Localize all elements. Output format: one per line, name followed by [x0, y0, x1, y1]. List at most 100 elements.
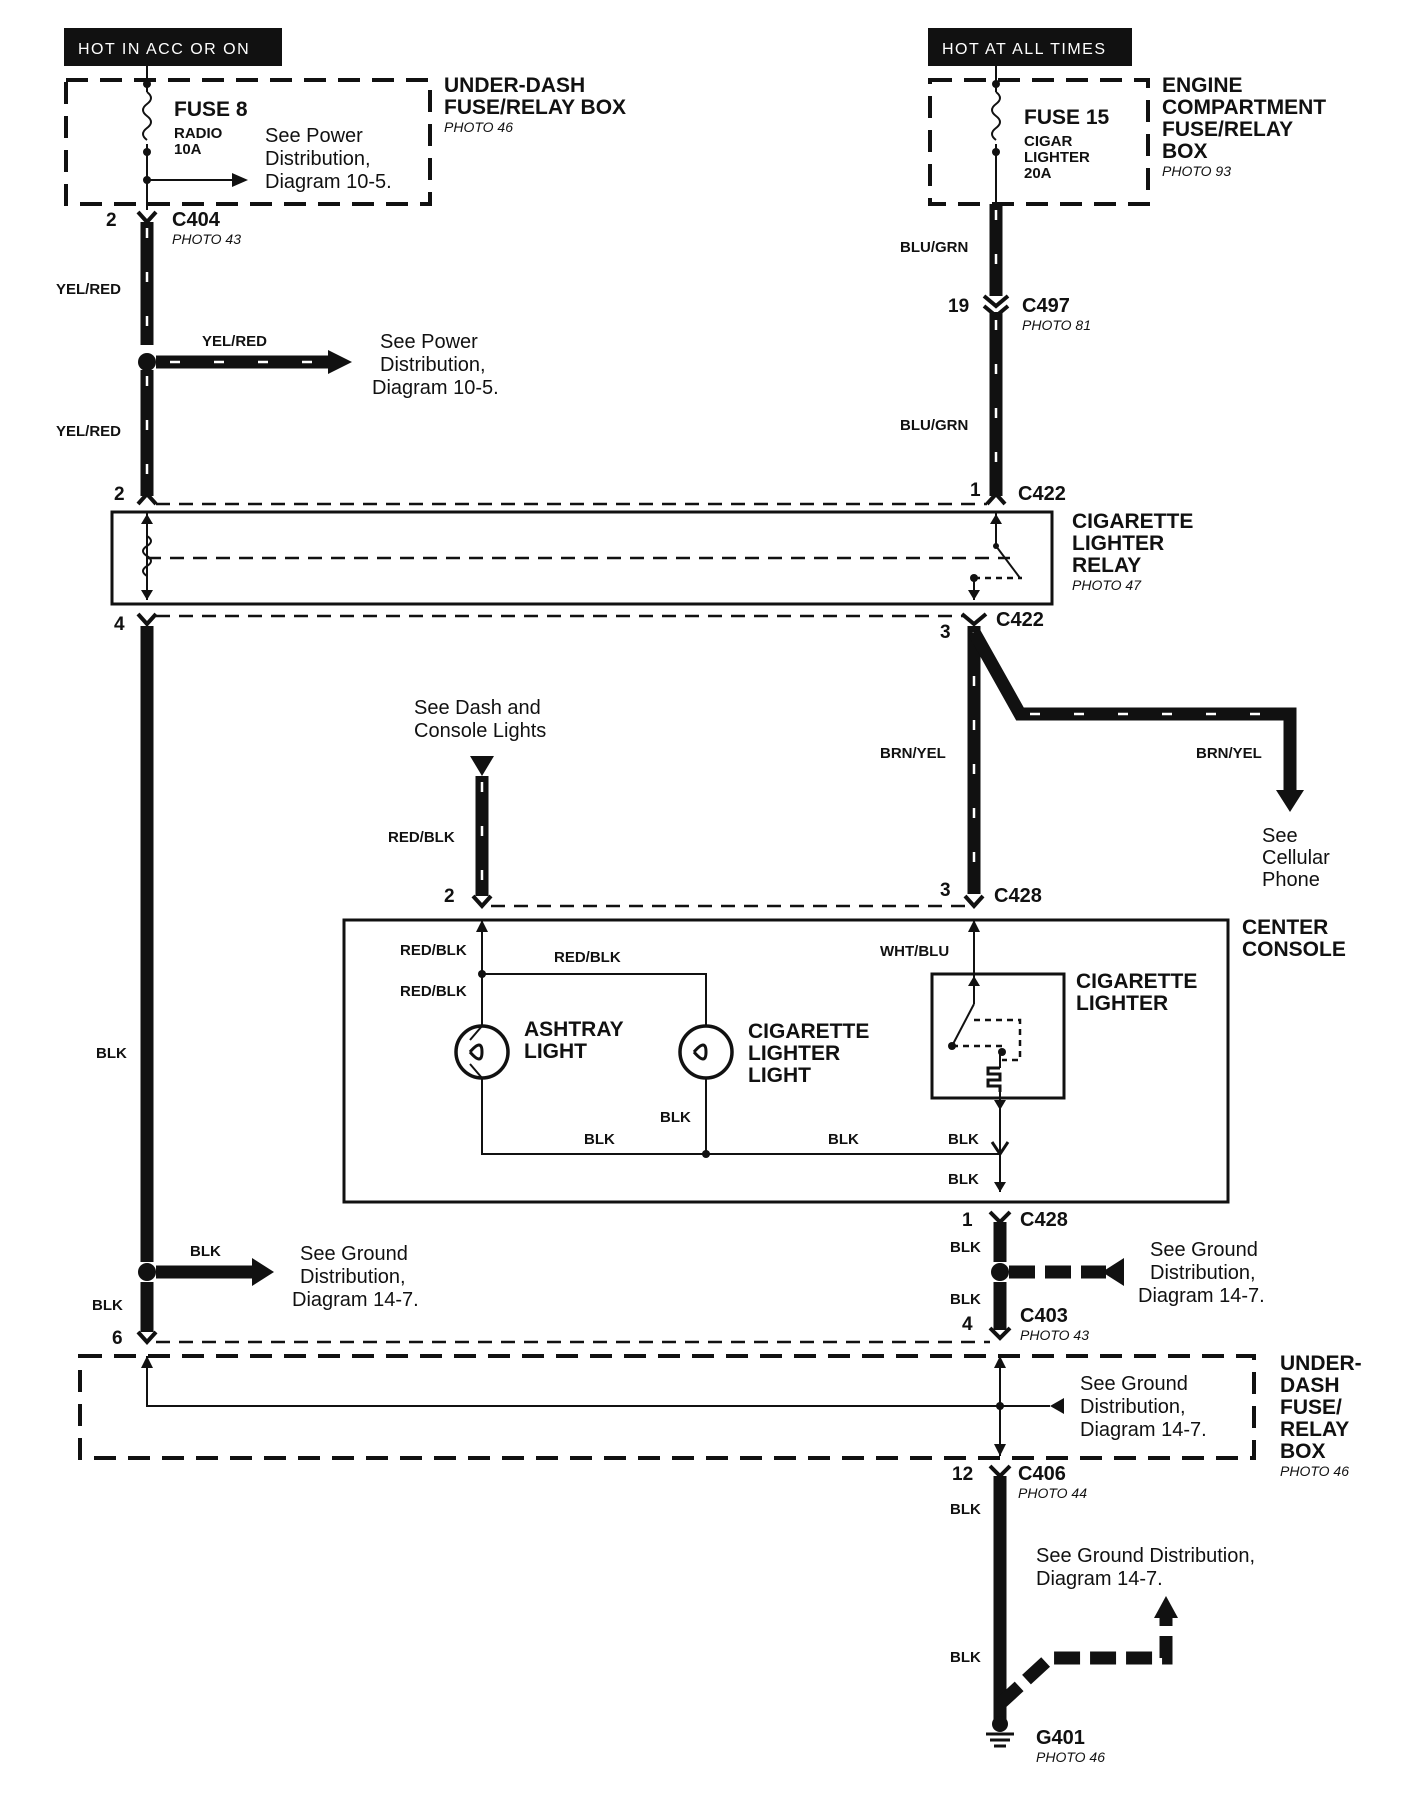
center-console-line2: CONSOLE: [1242, 938, 1346, 961]
underdash-bot-right-arrow-top: [994, 1356, 1006, 1368]
redblk-branch: [482, 973, 707, 1026]
pin6: 6: [112, 1328, 123, 1349]
ground-box-arrowhead: [1050, 1398, 1064, 1414]
ashtray-bulb-lead-top: [469, 1025, 483, 1041]
c422-bot-left-connector: [136, 612, 158, 627]
blk-label-console-1: BLK: [948, 1131, 979, 1148]
engine-box-line2: COMPARTMENT: [1162, 96, 1326, 119]
engine-box-line1: ENGINE: [1162, 74, 1243, 97]
fuse15-symbol: [991, 91, 1001, 141]
c403-name: C403: [1020, 1305, 1068, 1327]
power-dist-see2: Distribution,: [380, 354, 486, 376]
ground-left-arrowhead: [252, 1258, 274, 1286]
c422-top-pin-right: 1: [970, 480, 981, 501]
underdash-bot-line3: FUSE/: [1280, 1396, 1342, 1419]
center-console-box: [342, 918, 1230, 1204]
c428-bot-pin: 1: [962, 1210, 973, 1231]
fuse8-junction: [143, 80, 151, 88]
relay-coil: [142, 535, 152, 577]
c428-right-connector: [963, 894, 985, 909]
underdash-bot-left-arrow: [141, 1356, 153, 1368]
ground-left-see3: Diagram 14-7.: [292, 1289, 419, 1311]
engine-box-line4: BOX: [1162, 140, 1208, 163]
c406-connector: [988, 1464, 1012, 1479]
ashtray-line1: ASHTRAY: [524, 1018, 624, 1041]
underdash-box-top: [64, 78, 432, 206]
ground-branch-arrowhead: [1154, 1596, 1178, 1618]
c497-connector: [982, 294, 1010, 319]
cig-light-line2: LIGHTER: [748, 1042, 840, 1065]
junction-yelred: [138, 353, 156, 371]
engine-box-photo: PHOTO 93: [1162, 163, 1231, 179]
brnyel-label-left: BRN/YEL: [880, 745, 946, 762]
c404-connector: [136, 210, 158, 225]
ground-right-see3: Diagram 14-7.: [1138, 1285, 1265, 1307]
yelred-branch-arrowhead: [328, 350, 352, 374]
fuse15-desc2: LIGHTER: [1024, 149, 1090, 166]
c428-top-pin-right: 3: [940, 880, 951, 901]
blk-label-ground-1: BLK: [584, 1131, 615, 1148]
header-right-text: HOT AT ALL TIMES: [942, 41, 1107, 58]
blk-label-left: BLK: [96, 1045, 127, 1062]
yelred-branch-label: YEL/RED: [202, 333, 267, 350]
blk-label-c406-2: BLK: [950, 1649, 981, 1666]
blk-label-ground-2: BLK: [828, 1131, 859, 1148]
fuse8-see1: See Power: [265, 125, 363, 147]
ground-box-see3: Diagram 14-7.: [1080, 1419, 1207, 1441]
cig-lighter-box: [930, 972, 1066, 1100]
underdash-top-photo: PHOTO 46: [444, 119, 513, 135]
engine-box: [928, 78, 1150, 206]
c422-top-pin-left: 2: [114, 484, 125, 505]
fuse15-desc1: CIGAR: [1024, 133, 1073, 150]
relay-switch-arrow: [990, 514, 1002, 524]
cellular-line2: Cellular: [1262, 847, 1330, 869]
underdash-top-line2: FUSE/RELAY BOX: [444, 96, 626, 119]
yelred-label-1: YEL/RED: [56, 281, 121, 298]
blugrn-label-2: BLU/GRN: [900, 417, 968, 434]
c497-pin: 19: [948, 296, 969, 317]
fuse8-desc1: RADIO: [174, 125, 223, 142]
c404-photo: PHOTO 43: [172, 231, 241, 247]
blk-label-c406-1: BLK: [950, 1501, 981, 1518]
wht-blu-arrow: [968, 920, 980, 932]
c403-connector: [988, 1326, 1012, 1341]
fuse8-desc2: 10A: [174, 141, 202, 158]
underdash-bot-line2: DASH: [1280, 1374, 1340, 1397]
redblk-label-2: RED/BLK: [554, 949, 621, 966]
dash-lights-line2: Console Lights: [414, 720, 546, 742]
junction-blk-left: [138, 1263, 156, 1281]
c404-name: C404: [172, 209, 221, 231]
cig-light-bulb-filament: [692, 1043, 708, 1061]
ground-node: [992, 1716, 1008, 1732]
blugrn-label-1: BLU/GRN: [900, 239, 968, 256]
c422-top-name: C422: [1018, 483, 1066, 505]
redblk-label-top: RED/BLK: [388, 829, 455, 846]
dash-lights-arrowhead: [470, 756, 494, 776]
c422-top-left-connector: [136, 491, 158, 506]
cig-lighter-in-arrow: [968, 976, 980, 986]
ashtray-ground-wire: [481, 1078, 1000, 1155]
ground-right-arrowhead: [1102, 1258, 1124, 1286]
ground-left-see1: See Ground: [300, 1243, 408, 1265]
fuse8-arrow-head: [232, 173, 248, 187]
center-console-line1: CENTER: [1242, 916, 1328, 939]
engine-box-line3: FUSE/RELAY: [1162, 118, 1293, 141]
cig-lighter-ground-connector: [990, 1141, 1010, 1157]
c422-bot-name: C422: [996, 609, 1044, 631]
c422-bot-right-connector: [960, 612, 988, 627]
cig-lighter-element: [986, 1066, 1002, 1092]
cig-lighter-line1: CIGARETTE: [1076, 970, 1197, 993]
ground-bottom-see2: Diagram 14-7.: [1036, 1568, 1163, 1590]
redblk-internal-arrow: [476, 920, 488, 932]
header-left-tag: [64, 28, 282, 66]
redblk-label-3: RED/BLK: [400, 983, 467, 1000]
underdash-box-bottom: [78, 1354, 1256, 1460]
ashtray-bulb-lead-bot: [469, 1063, 483, 1079]
ashtray-line2: LIGHT: [524, 1040, 587, 1063]
relay-line3: RELAY: [1072, 554, 1141, 577]
underdash-bot-line1: UNDER-: [1280, 1352, 1362, 1375]
fuse8-see2: Distribution,: [265, 148, 371, 170]
relay-photo: PHOTO 47: [1072, 577, 1142, 593]
underdash-top-line1: UNDER-DASH: [444, 74, 585, 97]
